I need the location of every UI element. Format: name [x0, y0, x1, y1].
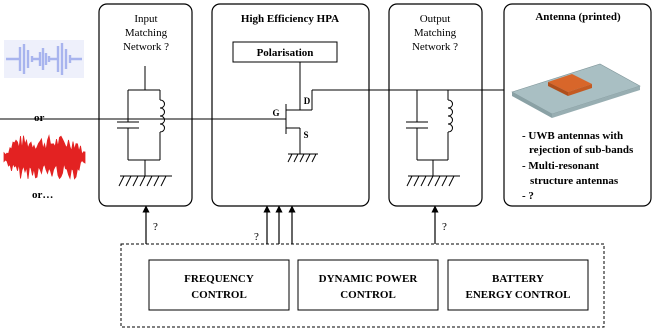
control-panel-dashed-box: [120, 243, 605, 328]
antenna-note-4: structure antennas: [530, 175, 619, 187]
input-matching-title-3: Network ?: [123, 41, 169, 53]
drain-label: D: [304, 96, 311, 106]
input-ground-symbol: [118, 175, 172, 187]
output-ground-symbol: [406, 175, 460, 187]
battery-line-2: ENERGY CONTROL: [465, 289, 570, 301]
or-label-1: or: [34, 112, 45, 124]
battery-control-box: [447, 259, 589, 311]
input-lc-tank: [99, 66, 212, 176]
hpa-title: High Efficiency HPA: [241, 13, 339, 25]
hpa-box: [211, 3, 370, 207]
battery-line-1: BATTERY: [492, 273, 544, 285]
antenna-note-3: - Multi-resonant: [522, 160, 599, 172]
antenna-note-2: rejection of sub-bands: [529, 144, 634, 156]
antenna-title: Antenna (printed): [535, 11, 621, 23]
dynamic-power-control-box: [297, 259, 439, 311]
gate-label: G: [272, 108, 279, 118]
red-noise-signal: [3, 134, 86, 180]
hpa-control-question: ?: [254, 231, 259, 243]
frequency-control-box: [148, 259, 290, 311]
control-arrows: [142, 205, 439, 244]
input-matching-title-2: Matching: [125, 27, 168, 39]
input-matching-title-1: Input: [134, 13, 157, 25]
polarisation-box: [232, 41, 338, 63]
printed-antenna-illustration: [511, 63, 641, 118]
source-label: S: [303, 130, 308, 140]
output-matching-title-2: Matching: [414, 27, 457, 39]
dynamic-power-line-2: CONTROL: [340, 289, 396, 301]
output-matching-title-3: Network ?: [412, 41, 458, 53]
frequency-control-line-2: CONTROL: [191, 289, 247, 301]
hpa-ground-symbol: [287, 153, 318, 163]
output-lc-tank: [369, 89, 504, 176]
input-control-question: ?: [153, 221, 158, 233]
output-control-question: ?: [442, 221, 447, 233]
blue-signal-waveform: [4, 40, 84, 78]
or-label-2: or…: [32, 189, 53, 201]
dynamic-power-line-1: DYNAMIC POWER: [319, 273, 419, 285]
antenna-note-1: - UWB antennas with: [522, 130, 623, 142]
polarisation-label: Polarisation: [257, 47, 314, 59]
output-matching-title-1: Output: [420, 13, 451, 25]
antenna-note-5: - ?: [522, 190, 534, 202]
frequency-control-line-1: FREQUENCY: [184, 273, 254, 285]
